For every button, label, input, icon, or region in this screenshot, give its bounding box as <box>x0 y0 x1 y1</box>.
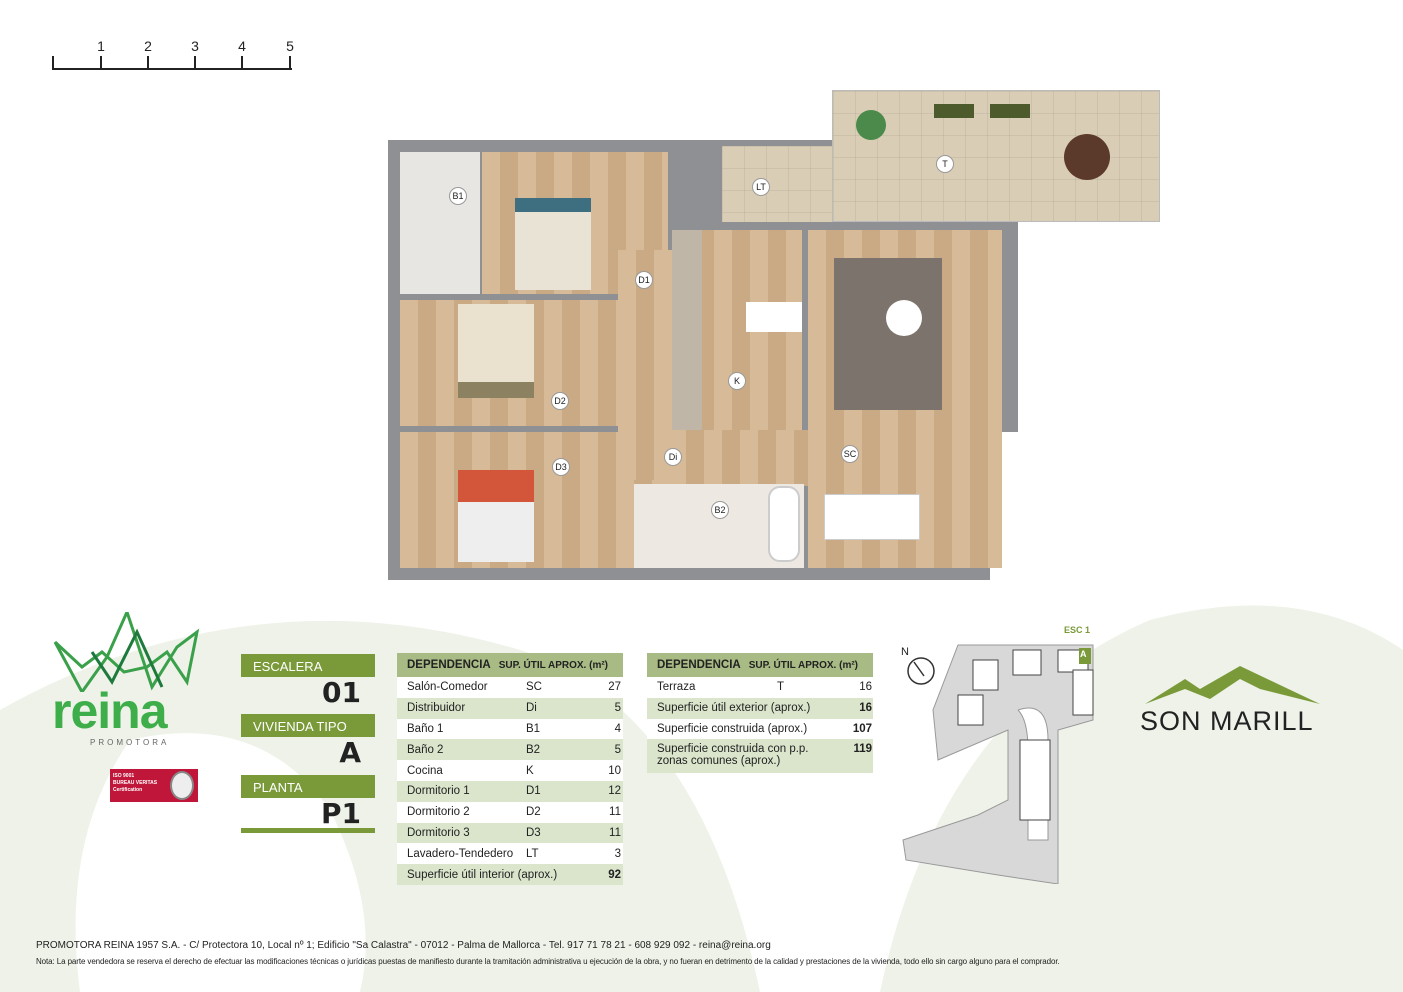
total-label: Superficie útil interior (aprox.) <box>407 868 558 881</box>
kitchen-table <box>746 302 802 332</box>
logo-waves-icon <box>53 607 200 695</box>
bathroom-1 <box>400 152 480 294</box>
table-header: DEPENDENCIA SUP. ÚTIL APROX. (m²) <box>647 653 873 677</box>
logo-subtitle: PROMOTORA <box>90 738 170 747</box>
plant <box>856 110 886 140</box>
unit-type-value: A <box>339 736 361 769</box>
unit-marker <box>1079 648 1091 664</box>
scale-label: 3 <box>191 38 199 54</box>
stair-marker: ESC 1 <box>1064 625 1091 635</box>
room-label: LT <box>752 178 770 196</box>
bathtub <box>768 486 800 562</box>
north-label: N <box>901 646 909 658</box>
bed <box>458 470 534 562</box>
header-label: DEPENDENCIA <box>407 659 491 671</box>
header-area: SUP. ÚTIL APROX. (m²) <box>498 659 608 671</box>
project-name: SON MARILL <box>1140 706 1314 736</box>
unit-marker-label: A <box>1080 649 1087 659</box>
room-label: B2 <box>711 501 729 519</box>
iso-certifier: BUREAU VERITAS <box>113 780 158 786</box>
footer-note: Nota: La parte vendedora se reserva el d… <box>36 957 1060 966</box>
compass-icon <box>907 657 935 685</box>
hallway <box>618 250 678 480</box>
footer-address: PROMOTORA REINA 1957 S.A. - C/ Protector… <box>36 940 771 951</box>
logo-text: reina <box>52 683 168 739</box>
room-label: D3 <box>552 458 570 476</box>
bed <box>515 198 591 290</box>
stair-label: ESCALERA <box>241 654 375 677</box>
exterior-area-table: DEPENDENCIA SUP. ÚTIL APROX. (m²) Terraza… <box>647 653 873 774</box>
scale-bar: 1 2 3 4 5 <box>52 38 294 70</box>
room-label: T <box>936 155 954 173</box>
total-value: 92 <box>608 868 621 881</box>
mountain-icon <box>1145 666 1320 704</box>
divider <box>241 828 375 833</box>
header-label: DEPENDENCIA <box>657 659 741 671</box>
iso-label: ISO 9001 <box>113 773 135 779</box>
iso-certification-badge: ISO 9001 BUREAU VERITAS Certification <box>110 769 198 802</box>
unit-type-label: VIVIENDA TIPO <box>241 714 375 737</box>
seal-icon <box>170 771 194 800</box>
rug <box>834 258 942 410</box>
site-map <box>902 644 1094 884</box>
laundry <box>722 146 832 222</box>
room-label: K <box>728 372 746 390</box>
scale-label: 4 <box>238 38 246 54</box>
table-header: DEPENDENCIA SUP. ÚTIL APROX. (m²) <box>397 653 623 677</box>
floor-plan: B1 D1 LT T K D2 D3 Di SC B2 <box>388 90 1160 580</box>
room-label: SC <box>841 445 859 463</box>
summary-row: Superficie útil exterior (aprox.)16 <box>647 697 873 719</box>
floor-label: PLANTA <box>241 775 375 798</box>
header-area: SUP. ÚTIL APROX. (m²) <box>748 659 858 671</box>
room-label: B1 <box>449 187 467 205</box>
summary-row: Superficie construida (aprox.)107 <box>647 718 873 740</box>
planter <box>934 104 974 118</box>
scale-label: 1 <box>97 38 105 54</box>
summary-row: Superficie construida con p.p. zonas com… <box>647 739 873 774</box>
total-row: Superficie útil interior (aprox.) 92 <box>397 864 623 885</box>
dining-table <box>824 494 920 540</box>
room-label: D1 <box>635 271 653 289</box>
bed <box>458 304 534 398</box>
interior-area-table: DEPENDENCIA SUP. ÚTIL APROX. (m²) Salón-C… <box>397 653 623 885</box>
room-label: D2 <box>551 392 569 410</box>
scale-label: 5 <box>286 38 294 54</box>
site-plan: N ESC 1 A <box>898 622 1103 884</box>
scale-label: 2 <box>144 38 152 54</box>
son-marill-logo: SON MARILL <box>1140 664 1325 744</box>
iso-certification: Certification <box>113 787 143 793</box>
kitchen-counter <box>672 230 702 430</box>
room-label: Di <box>664 448 682 466</box>
reina-logo: reina PROMOTORA <box>52 607 202 752</box>
stair-value: 01 <box>322 676 361 709</box>
background-shape <box>0 605 1403 992</box>
planter <box>990 104 1030 118</box>
floor-value: P1 <box>320 797 361 830</box>
coffee-table <box>886 300 922 336</box>
terrace-table <box>1064 134 1110 180</box>
